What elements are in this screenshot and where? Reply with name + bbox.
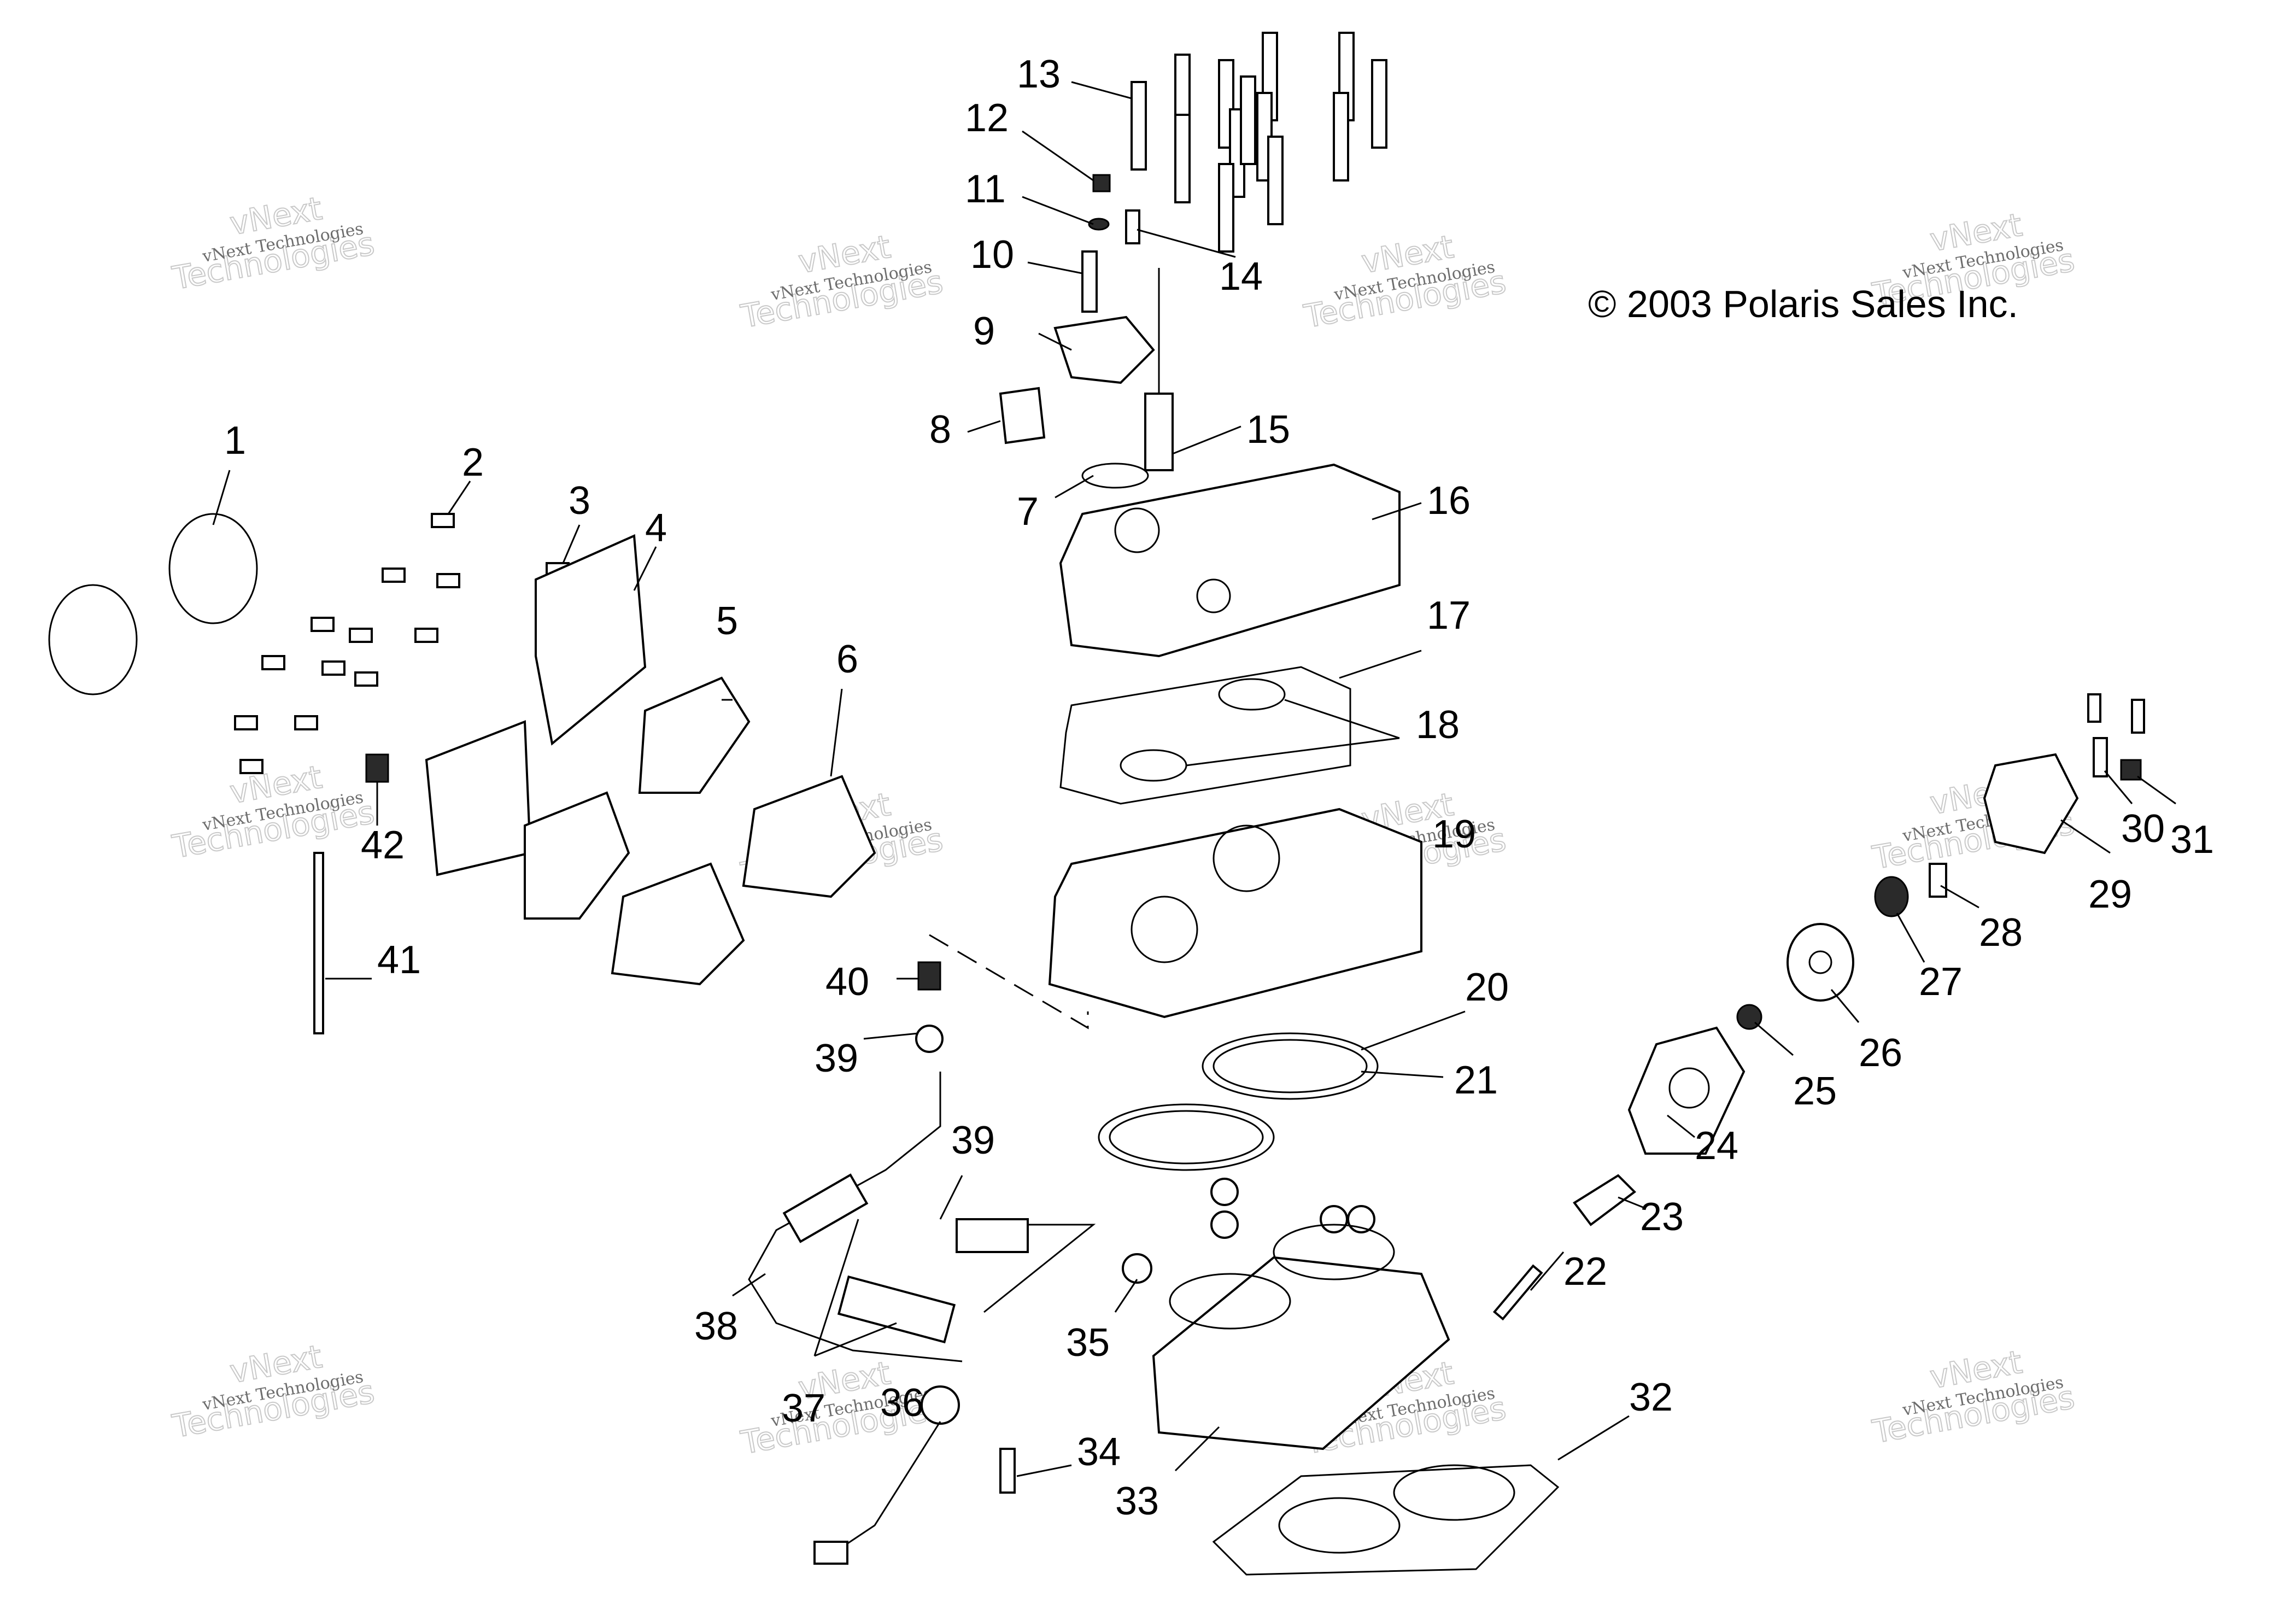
callout-15: 15 xyxy=(1246,408,1290,452)
callout-33: 33 xyxy=(1115,1479,1159,1523)
intake-bolts-2 xyxy=(234,513,460,774)
callout-28: 28 xyxy=(1979,911,2023,955)
callout-30: 30 xyxy=(2121,807,2165,851)
head-bolts xyxy=(1131,32,1387,253)
callout-3: 3 xyxy=(569,479,590,523)
intake-flange-4 xyxy=(535,534,647,746)
o-ring-18a xyxy=(1218,678,1286,711)
callout-39b: 39 xyxy=(951,1119,995,1162)
callout-5: 5 xyxy=(716,599,738,643)
callout-19: 19 xyxy=(1432,812,1476,856)
gasket-20 xyxy=(1202,1032,1379,1100)
nut-35 xyxy=(1122,1253,1152,1284)
parts xyxy=(48,32,2145,1576)
watermark: vNext Technologies vNext Technologies xyxy=(169,1337,378,1446)
callout-42: 42 xyxy=(361,823,405,867)
shaft-28 xyxy=(1929,863,1947,898)
callout-32: 32 xyxy=(1629,1376,1673,1419)
callout-22: 22 xyxy=(1563,1250,1607,1294)
callout-26: 26 xyxy=(1859,1031,1902,1075)
boot-5 xyxy=(638,676,751,794)
reed-valve-6 xyxy=(742,775,876,898)
callout-36: 36 xyxy=(880,1381,924,1425)
callout-34: 34 xyxy=(1077,1430,1121,1474)
washer-11 xyxy=(1088,218,1110,231)
copyright-notice: © 2003 Polaris Sales Inc. xyxy=(1588,283,2018,325)
thermostat-8 xyxy=(999,387,1046,444)
callout-24: 24 xyxy=(1695,1124,1738,1168)
pump-housing-24 xyxy=(1627,1026,1746,1155)
callout-39: 39 xyxy=(815,1037,858,1080)
watermark: vNext Technologies vNext Technologies xyxy=(737,227,946,336)
callout-38: 38 xyxy=(694,1304,738,1348)
callout-12: 12 xyxy=(965,96,1009,140)
temp-sensor-22 xyxy=(1492,1264,1543,1321)
hose-sleeve-37a xyxy=(782,1173,869,1243)
impeller-26 xyxy=(1787,923,1854,1002)
base-gasket-32 xyxy=(1212,1464,1560,1576)
callout-7: 7 xyxy=(1017,490,1039,534)
dipstick-41 xyxy=(313,852,324,1034)
hose-sleeve-37b xyxy=(837,1275,956,1344)
callout-23: 23 xyxy=(1640,1195,1684,1239)
thermostat-housing-9 xyxy=(1053,315,1155,384)
pump-cover-29 xyxy=(1983,753,2079,855)
bolt-14 xyxy=(1125,209,1140,244)
callout-27: 27 xyxy=(1919,960,1963,1004)
callout-31: 31 xyxy=(2170,818,2214,862)
callout-4: 4 xyxy=(645,506,667,550)
callout-1: 1 xyxy=(224,419,246,463)
leader-lines xyxy=(212,81,2176,1477)
callout-25: 25 xyxy=(1793,1069,1837,1113)
gasket-21 xyxy=(1213,1039,1368,1093)
callout-35: 35 xyxy=(1066,1321,1110,1365)
nut-12 xyxy=(1092,174,1111,192)
callout-16: 16 xyxy=(1427,479,1471,523)
head-cover-16 xyxy=(1059,463,1401,658)
callout-20: 20 xyxy=(1465,966,1509,1009)
o-ring-18b xyxy=(1120,749,1187,782)
callout-14: 14 xyxy=(1219,255,1263,299)
callout-40: 40 xyxy=(825,960,869,1004)
callout-2: 2 xyxy=(462,441,484,484)
callout-6: 6 xyxy=(836,637,858,681)
callout-10: 10 xyxy=(970,233,1014,277)
intake-flange-4b xyxy=(425,720,532,876)
bolt-30 xyxy=(2093,737,2108,777)
watermark: vNext Technologies vNext Technologies xyxy=(1301,227,1509,336)
callout-18: 18 xyxy=(1416,703,1460,747)
fitting-40 xyxy=(917,961,941,991)
callout-41: 41 xyxy=(377,938,421,982)
watermark: vNext Technologies vNext Technologies xyxy=(1869,1343,2078,1451)
cylinder-head-19 xyxy=(1048,808,1422,1019)
bolt-34 xyxy=(999,1448,1016,1494)
callout-37: 37 xyxy=(782,1387,825,1430)
watermark: vNext Technologies vNext Technologies xyxy=(169,758,378,866)
gear-27 xyxy=(1874,876,1909,917)
cylinder-33 xyxy=(1152,1256,1450,1450)
callout-21: 21 xyxy=(1454,1058,1498,1102)
callout-29: 29 xyxy=(2088,873,2132,916)
knock-sensor-36 xyxy=(921,1385,960,1425)
callout-9: 9 xyxy=(973,309,995,353)
head-gasket-17 xyxy=(1059,666,1351,805)
bolt-10 xyxy=(1081,250,1098,313)
temp-sensor-15 xyxy=(1144,393,1174,471)
callouts: 1 2 3 4 5 6 7 8 9 10 11 12 13 14 15 16 1… xyxy=(224,52,2214,1523)
pump-gasket-23 xyxy=(1573,1174,1637,1226)
hose-39 xyxy=(956,1218,1029,1253)
callout-11: 11 xyxy=(965,167,1006,211)
callout-8: 8 xyxy=(929,408,951,452)
fitting-42 xyxy=(365,753,389,783)
hose-clamp-1 xyxy=(168,513,258,624)
clamp-39 xyxy=(915,1025,944,1053)
callout-17: 17 xyxy=(1427,594,1471,637)
callout-13: 13 xyxy=(1017,52,1061,96)
watermark: vNext Technologies vNext Technologies xyxy=(169,189,378,297)
o-ring-7 xyxy=(1081,463,1149,489)
